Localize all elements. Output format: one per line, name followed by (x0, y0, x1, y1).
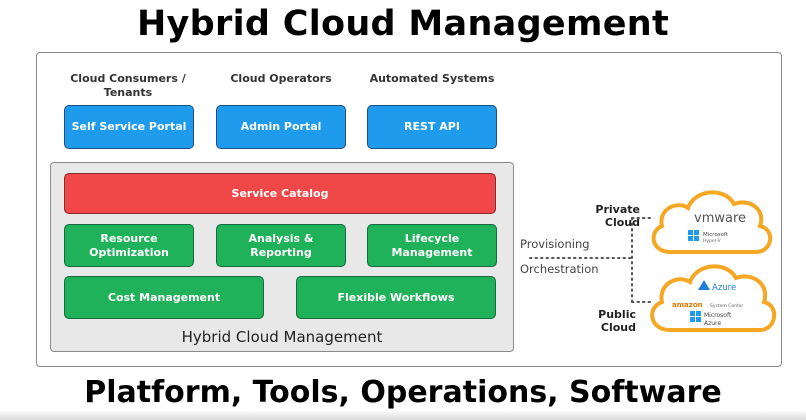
orchestration-label: Orchestration (520, 262, 599, 276)
vmware-logo: vmware (694, 211, 746, 226)
amazon-logo: amazon (672, 301, 703, 309)
microsoft-azure-text: Microsoft (704, 312, 732, 319)
microsoft-azure-logo-square (690, 311, 695, 316)
azure-text: Azure (704, 320, 721, 327)
service-catalog-box: Service Catalog (64, 173, 496, 214)
public-cloud-label: Public Cloud (598, 308, 636, 334)
admin-portal-box: Admin Portal (216, 105, 346, 149)
platform-label: Hybrid Cloud Management (181, 328, 383, 346)
cost-management-box: Cost Management (64, 276, 264, 319)
page-subtitle: Platform, Tools, Operations, Software (84, 375, 722, 410)
lifecycle-management-box: Lifecycle Management (367, 224, 497, 267)
self-service-portal-box: Self Service Portal (64, 105, 194, 149)
azure-logo-text: Azure (712, 283, 736, 293)
flexible-workflows-box: Flexible Workflows (296, 276, 496, 319)
microsoft-logo-square (688, 230, 693, 235)
microsoft-text: Microsoft (703, 232, 729, 238)
page-title: Hybrid Cloud Management (136, 4, 670, 44)
system-center-text: System Center (710, 303, 744, 309)
label-cloud-operators: Cloud Operators (230, 72, 332, 85)
azure-logo-mark (698, 280, 710, 290)
label-automated-systems: Automated Systems (369, 72, 495, 85)
analysis-reporting-box: Analysis & Reporting (216, 224, 346, 267)
bottom-shadow (0, 410, 806, 420)
rest-api-box: REST API (367, 105, 497, 149)
hyperv-text: Hyper-V (703, 238, 722, 244)
private-cloud-icon (651, 190, 772, 254)
public-cloud-icon (650, 264, 776, 332)
provisioning-label: Provisioning (520, 237, 590, 251)
cloud-connector-graphic: vmware Microsoft Hyper-V Azure amazon Sy… (529, 190, 776, 332)
resource-optimization-box: Resource Optimization (64, 224, 194, 267)
label-cloud-consumers: Cloud Consumers / Tenants (70, 72, 186, 99)
